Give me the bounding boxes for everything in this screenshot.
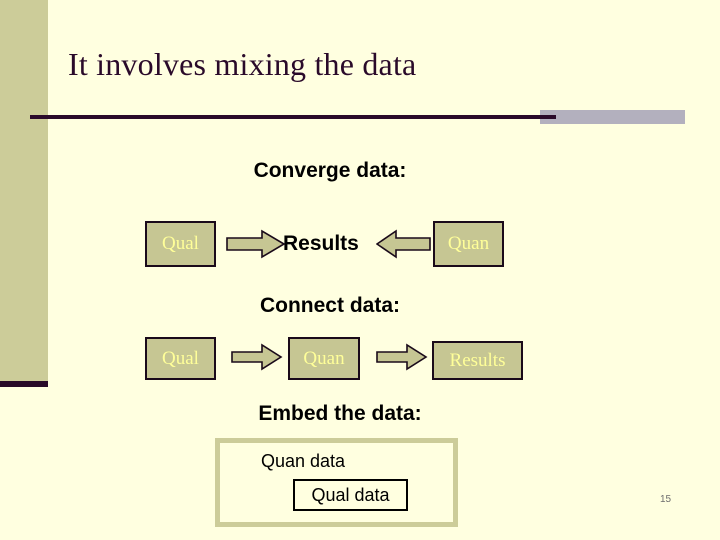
arrow-right-icon — [226, 229, 286, 259]
heading-embed-the-data: Embed the data: — [258, 402, 422, 425]
connect-quan-box: Quan — [288, 337, 360, 380]
connect-qual-box: Qual — [145, 337, 216, 380]
title-rule-grey-bar — [540, 110, 685, 124]
heading-connect-data: Connect data: — [259, 294, 400, 317]
left-accent-band-foot — [0, 381, 48, 387]
slide-title: It involves mixing the data — [68, 46, 417, 82]
title-rule-line — [30, 115, 556, 119]
converge-quan-box: Quan — [433, 221, 504, 267]
left-accent-band — [0, 0, 48, 381]
converge-qual-box: Qual — [145, 221, 216, 267]
arrow-left-icon — [376, 229, 431, 259]
converge-results-label: Results — [283, 232, 359, 255]
heading-converge-data: Converge data: — [253, 159, 407, 182]
page-number: 15 — [660, 494, 672, 505]
arrow-right-icon — [376, 342, 428, 372]
embed-outer-box: Quan data Qual data — [215, 438, 458, 527]
arrow-right-icon — [231, 342, 283, 372]
connect-results-box: Results — [432, 341, 523, 380]
embed-qual-data-box: Qual data — [293, 479, 408, 511]
embed-quan-data-label: Quan data — [261, 451, 346, 471]
